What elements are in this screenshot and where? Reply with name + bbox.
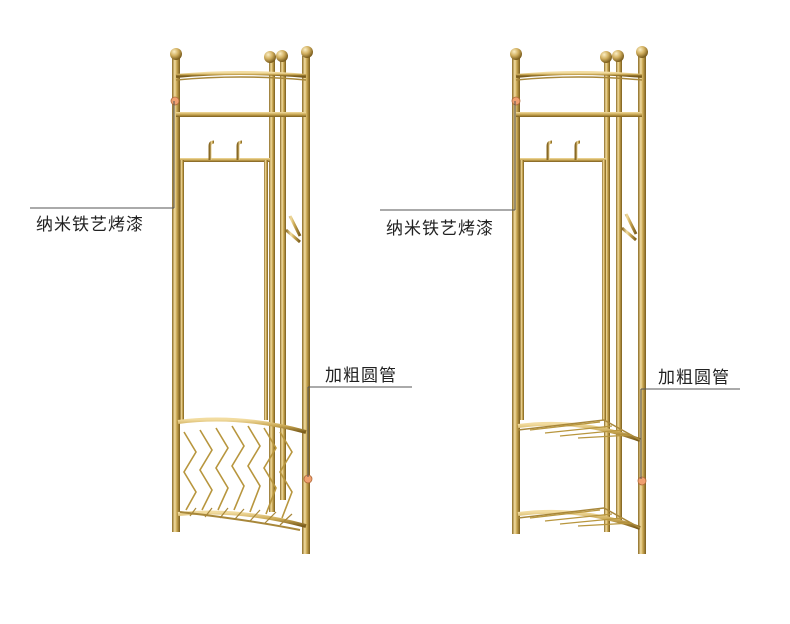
tube-label: 加粗圆管 xyxy=(658,368,730,388)
tube-label: 加粗圆管 xyxy=(325,366,397,386)
coat-rack-shelves xyxy=(510,46,648,554)
coat-rack-basket xyxy=(170,46,313,554)
coating-label: 纳米铁艺烤漆 xyxy=(36,215,144,235)
coating-label: 纳米铁艺烤漆 xyxy=(386,219,494,239)
